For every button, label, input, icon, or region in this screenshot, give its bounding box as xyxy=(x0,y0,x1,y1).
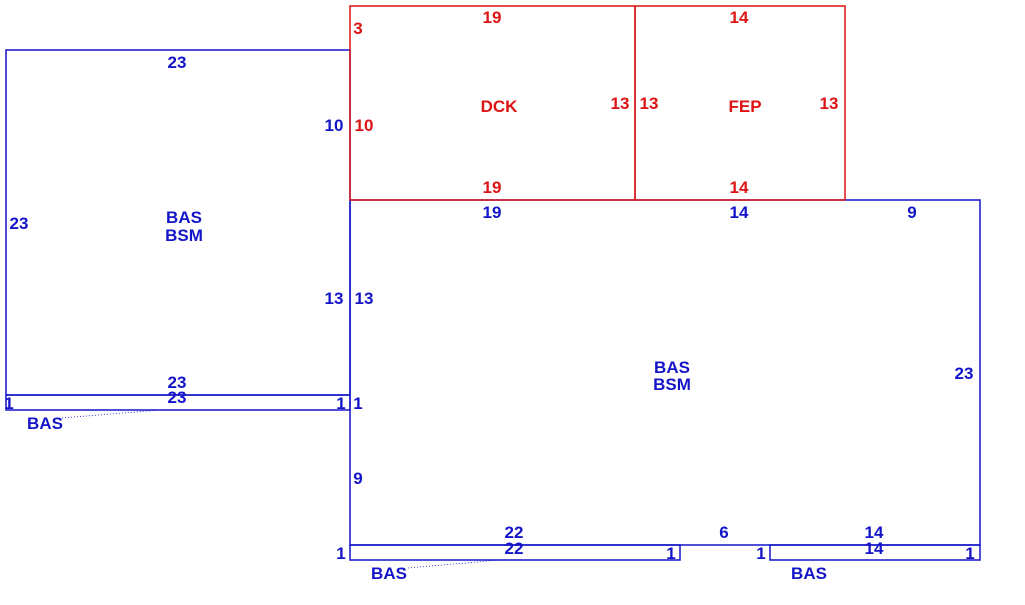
dim-strip-mid-r: 1 xyxy=(666,544,675,563)
dim-porch-top: 14 xyxy=(730,8,749,27)
leader-lines xyxy=(61,409,501,569)
porch-outline xyxy=(634,5,846,201)
dim-left-bottom: 23 xyxy=(168,373,187,392)
dim-strip-mid-top: 22 xyxy=(505,539,524,558)
dim-strip-right-top: 14 xyxy=(865,539,884,558)
dim-left-right: 10 xyxy=(325,116,344,135)
dim-right-left-c: 9 xyxy=(353,469,362,488)
dim-strip-mid-l: 1 xyxy=(336,544,345,563)
dim-porch-bottom: 14 xyxy=(730,178,749,197)
dim-right-right: 23 xyxy=(955,364,974,383)
dim-deck-left-b: 10 xyxy=(355,116,374,135)
dim-deck-bottom: 19 xyxy=(483,178,502,197)
right-main-label-2: BSM xyxy=(653,375,691,394)
dim-right-top-b: 14 xyxy=(730,203,749,222)
dim-strip-right-r: 1 xyxy=(965,544,974,563)
porch-label: FEP xyxy=(728,97,761,116)
left-main-label-2: BSM xyxy=(165,226,203,245)
dim-right-left-b: 1 xyxy=(353,394,362,413)
deck-label: DCK xyxy=(481,97,519,116)
leader-strip-mid xyxy=(407,559,501,569)
deck-structure xyxy=(349,5,846,201)
dim-deck-top: 19 xyxy=(483,8,502,27)
dim-strip-left-l: 1 xyxy=(4,394,13,413)
strip-mid-label: BAS xyxy=(371,564,407,583)
dim-right-bottom-a: 22 xyxy=(505,523,524,542)
dim-deck-left-a: 3 xyxy=(353,19,362,38)
dim-left-right-2: 13 xyxy=(325,289,344,308)
dim-strip-left-r: 1 xyxy=(336,394,345,413)
strip-right-outline xyxy=(769,544,981,561)
dim-deck-right: 13 xyxy=(611,94,630,113)
dim-right-bottom-b: 6 xyxy=(719,523,728,542)
leader-strip-left xyxy=(61,409,161,419)
main-structure xyxy=(5,49,981,561)
dim-right-top-a: 19 xyxy=(483,203,502,222)
strip-mid-outline xyxy=(349,544,681,561)
dim-left-left: 23 xyxy=(10,214,29,233)
dim-strip-right-l: 1 xyxy=(756,544,765,563)
dim-right-top-c: 9 xyxy=(907,203,916,222)
dim-left-top: 23 xyxy=(168,53,187,72)
strip-left-label: BAS xyxy=(27,414,63,433)
dim-porch-right: 13 xyxy=(820,94,839,113)
dim-strip-left-top: 23 xyxy=(168,388,187,407)
strip-right-label: BAS xyxy=(791,564,827,583)
dim-right-bottom-c: 14 xyxy=(865,523,884,542)
dim-right-left-a: 13 xyxy=(355,289,374,308)
right-main-label-1: BAS xyxy=(654,358,690,377)
dim-porch-left: 13 xyxy=(640,94,659,113)
left-main-label-1: BAS xyxy=(166,208,202,227)
